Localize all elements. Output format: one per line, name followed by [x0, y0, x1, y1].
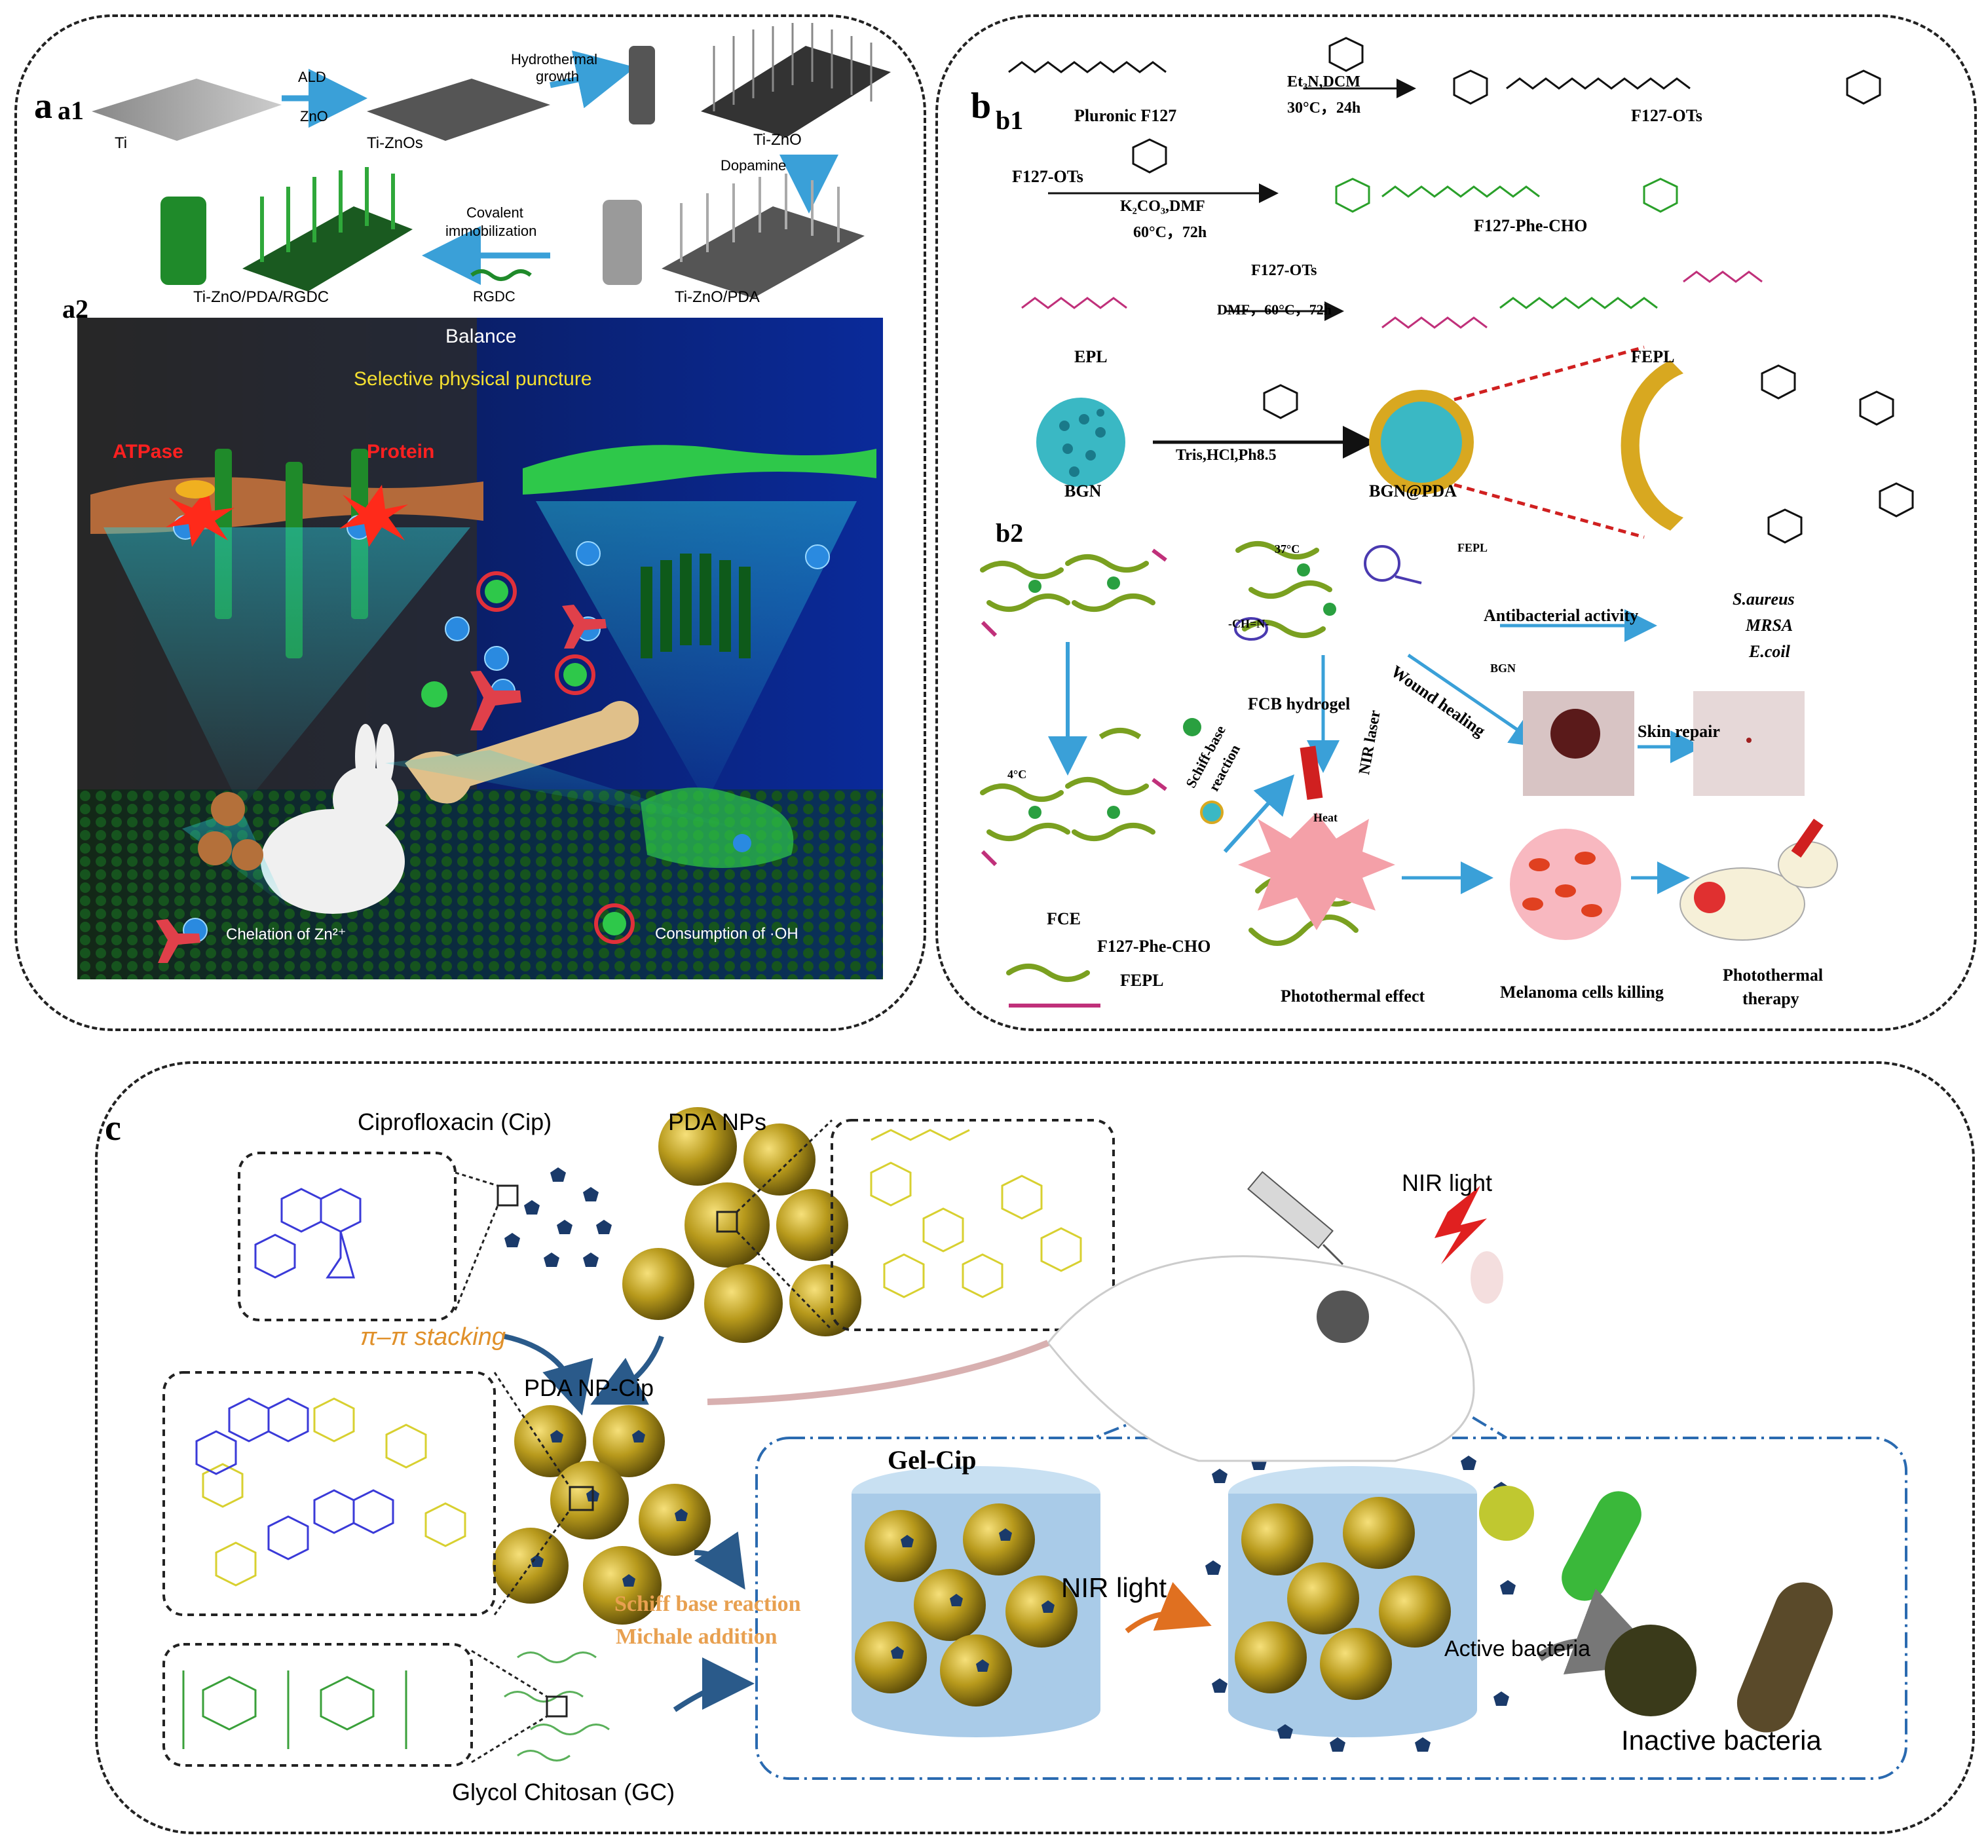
panel-c-illustration: [162, 1107, 1907, 1780]
b2-fepl-label: FEPL: [1457, 541, 1488, 554]
zno-label: ZnO: [300, 108, 328, 124]
a2-protein: Protein: [367, 441, 435, 462]
b2-chn: -CH=N-: [1228, 617, 1269, 630]
panel-b1-label: b1: [996, 105, 1024, 135]
c-stacking: π–π stacking: [360, 1323, 506, 1351]
c-michael: Michale addition: [616, 1625, 778, 1649]
step-ti: Ti: [115, 134, 128, 152]
b2-antibacterial: Antibacterial activity: [1484, 606, 1639, 625]
c-active: Active bacteria: [1444, 1636, 1590, 1661]
covalent-label-2: immobilization: [445, 223, 537, 239]
b1-cond1-b: 30°C，24h: [1287, 100, 1361, 117]
cell-membrane: [523, 445, 876, 495]
a1-scheme: [92, 23, 891, 298]
panel-a1-label: a1: [58, 96, 84, 125]
a2-consumption: Consumption of ·OH: [655, 925, 798, 943]
a2-chelation: Chelation of Zn²⁺: [226, 926, 347, 943]
bgn-particle: [1036, 398, 1125, 487]
panel-a-label: a: [34, 86, 52, 126]
b2-fcb: FCB hydrogel: [1248, 694, 1351, 713]
step-ti-zno: Ti-ZnO: [753, 131, 802, 149]
c-nir-light-top: NIR light: [1402, 1169, 1493, 1196]
step-ti-zno-pda-rgdc: Ti-ZnO/PDA/RGDC: [193, 288, 329, 306]
b1-f127phecho: F127-Phe-CHO: [1474, 216, 1588, 235]
b2-bgn-label: BGN: [1490, 662, 1516, 675]
c-gc: Glycol Chitosan (GC): [452, 1779, 675, 1805]
b1-fepl: FEPL: [1631, 347, 1675, 366]
b1-f127ots-in: F127-OTs: [1012, 167, 1083, 186]
step-ti-znos: Ti-ZnOs: [367, 134, 423, 152]
c-nir-light: NIR light: [1061, 1572, 1167, 1603]
b2-temp37: 37°C: [1275, 542, 1300, 556]
b1-cond2-b: 60°C，72h: [1133, 224, 1207, 241]
mouse-c: [707, 1251, 1503, 1462]
bone: [405, 701, 639, 804]
skin-photo: [1693, 691, 1805, 796]
hydro-arrow: [550, 50, 636, 109]
hydro-label-2: growth: [536, 68, 580, 85]
c-inactive: Inactive bacteria: [1621, 1725, 1822, 1756]
rgdc-label: RGDC: [473, 288, 516, 305]
b1-bgn: BGN: [1064, 481, 1102, 500]
b2-temp4: 4°C: [1007, 768, 1027, 781]
b2-heat: Heat: [1313, 811, 1338, 824]
b2-fce: FCE: [1047, 909, 1081, 928]
c-cip: Ciprofloxacin (Cip): [358, 1108, 552, 1135]
b1-pluronic: Pluronic F127: [1074, 106, 1177, 125]
rabbit: [261, 724, 405, 914]
b1-cond3-a: F127-OTs: [1251, 262, 1317, 279]
photothermal-burst: [1238, 812, 1395, 930]
b1-cond4: Tris,HCl,Ph8.5: [1176, 447, 1277, 464]
ti-zno-pda-rods: [603, 174, 865, 298]
a2-selective: Selective physical puncture: [354, 368, 592, 390]
syringe: [1247, 1171, 1344, 1266]
panel-b-label: b: [971, 86, 992, 126]
rgdc-peptide: [470, 269, 532, 281]
covalent-label-1: Covalent: [466, 204, 523, 221]
b2-photothermal-effect: Photothermal effect: [1281, 987, 1425, 1006]
b1-f127ots: F127-OTs: [1631, 106, 1702, 125]
ti-znos-substrate: [367, 79, 550, 141]
b1-bgnpda: BGN@PDA: [1369, 481, 1457, 500]
b1-cond2-a: K₂CO₃,DMF: [1120, 198, 1205, 215]
panel-b-frame: [935, 14, 1977, 1031]
c-pda-np-cip: PDA NP-Cip: [524, 1374, 654, 1401]
b1-cond3-b: DMF，60°C，72h: [1217, 301, 1332, 318]
hydro-label-1: Hydrothermal: [511, 51, 598, 67]
panel-c-frame: [95, 1061, 1975, 1834]
ti-zno-nanorods: [629, 23, 891, 138]
b2-melanoma: Melanoma cells killing: [1500, 983, 1664, 1002]
ald-label: ALD: [298, 69, 326, 85]
b2-skin: Skin repair: [1638, 722, 1720, 741]
b1-epl: EPL: [1074, 347, 1108, 366]
b2-bacteria-3: E.coil: [1749, 642, 1790, 661]
step-ti-zno-pda: Ti-ZnO/PDA: [675, 288, 760, 306]
b1-cond1-a: Et₃N,DCM: [1287, 73, 1360, 90]
active-rod-bacterium: [1562, 1491, 1641, 1601]
ti-zno-pda-rgdc-rods: [160, 167, 413, 292]
ti-substrate: [92, 79, 282, 141]
c-gel-cip: Gel-Cip: [888, 1445, 977, 1475]
b2-legend-1: F127-Phe-CHO: [1097, 937, 1211, 956]
nir-lightning: [1435, 1186, 1487, 1264]
c-schiff: Schiff base reaction: [614, 1592, 801, 1616]
b1-reaction-scheme: [1008, 37, 1914, 544]
pluronic-structure: [1008, 61, 1167, 73]
panel-c-label: c: [105, 1108, 121, 1148]
b2-therapy-2: therapy: [1742, 989, 1799, 1008]
inactive-rod-bacterium: [1736, 1582, 1833, 1733]
pda-shell-arc: [1621, 360, 1683, 531]
panel-b2-label: b2: [996, 518, 1024, 548]
a2-atpase: ATPase: [113, 441, 183, 462]
panel-a-frame: [14, 14, 926, 1031]
b2-illustration: [980, 541, 1838, 1008]
b2-bacteria-2: MRSA: [1746, 616, 1793, 635]
a2-balance: Balance: [445, 326, 517, 347]
b2-legend-2: FEPL: [1120, 971, 1164, 990]
dopamine-label: Dopamine: [721, 157, 787, 174]
b2-bacteria-1: S.aureus: [1733, 590, 1795, 609]
a2-illustration: [77, 318, 883, 979]
c-pda-nps: PDA NPs: [668, 1108, 767, 1135]
b2-therapy-1: Photothermal: [1723, 966, 1824, 985]
